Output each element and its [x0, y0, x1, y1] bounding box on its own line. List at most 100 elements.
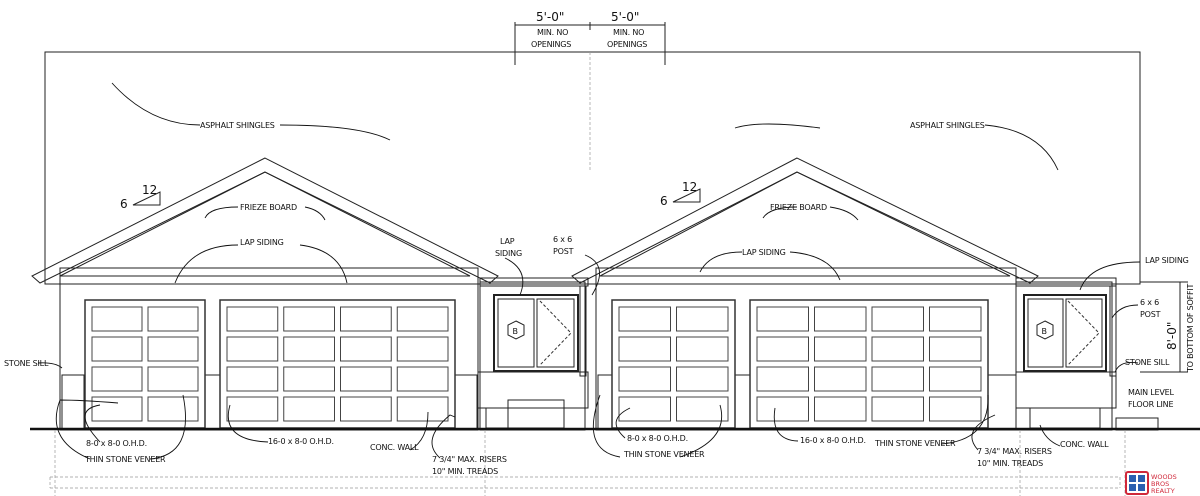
garage-door-panel: [226, 336, 279, 362]
stone-sill-label: STONE SILL: [1125, 358, 1170, 367]
conc-wall-label: CONC. WALL: [370, 443, 419, 452]
svg-text:8'-0": 8'-0": [1165, 322, 1179, 350]
garage-door-panel: [676, 336, 729, 362]
door-large-label: 16-0 x 8-0 O.H.D.: [268, 437, 334, 446]
stone-sill-label: STONE SILL: [4, 359, 49, 368]
garage-door-panel: [283, 306, 335, 332]
garage-door-panel: [91, 396, 143, 422]
garage-door-panel: [226, 396, 279, 422]
svg-text:12: 12: [142, 183, 157, 197]
svg-text:6: 6: [660, 194, 668, 208]
garage-door-panel: [929, 306, 982, 332]
woods-bros-realty-logo: WOODS BROS REALTY: [1125, 471, 1177, 495]
side-siding-label: LAP SIDING: [1145, 256, 1189, 265]
garage-door-panel: [676, 306, 729, 332]
door-large-label: 16-0 x 8-0 O.H.D.: [800, 436, 866, 445]
veneer-label: THIN STONE VENEER: [623, 450, 705, 459]
garage-door-panel: [929, 366, 982, 392]
risers-label: 7 3/4" MAX. RISERS: [977, 447, 1052, 456]
garage-door-panel: [340, 396, 392, 422]
svg-text:REALTY: REALTY: [1151, 487, 1175, 495]
garage-door-panel: [814, 366, 867, 392]
garage-door-panel: [147, 366, 199, 392]
garage-door-panel: [147, 396, 199, 422]
garage-door-panel: [147, 336, 199, 362]
porch-siding-label: LAP: [500, 237, 515, 246]
conc-wall-label: CONC. WALL: [1060, 440, 1109, 449]
frieze-label: FRIEZE BOARD: [770, 203, 827, 212]
garage-door-panel: [871, 336, 924, 362]
garage-door-panel: [814, 306, 867, 332]
garage-door-panel: [283, 366, 335, 392]
garage-door-panels: [91, 306, 982, 422]
veneer-label: THIN STONE VENEER: [874, 439, 956, 448]
top-dimension: 5'-0" 5'-0" MIN. NO OPENINGS MIN. NO OPE…: [514, 10, 666, 65]
dimension-left: 5'-0": [536, 10, 564, 24]
roof-pitch-right: 6 12: [660, 180, 701, 208]
garage-door-panel: [91, 306, 143, 332]
post-label: 6 x 6: [553, 235, 572, 244]
window-tag: B: [513, 327, 518, 336]
garage-door-panel: [396, 306, 449, 332]
garage-door-panel: [618, 306, 671, 332]
labels: ASPHALT SHINGLES FRIEZE BOARD LAP SIDING…: [4, 121, 1189, 476]
no-openings-label: OPENINGS: [531, 40, 571, 49]
treads-label: 10" MIN. TREADS: [432, 467, 498, 476]
door-small-label: 8-0 x 8-0 O.H.D.: [627, 434, 688, 443]
garage-door-panel: [871, 306, 924, 332]
post-label: 6 x 6: [1140, 298, 1159, 307]
garage-door-panel: [396, 336, 449, 362]
window-tag-icon: [1036, 320, 1054, 340]
garage-door-panel: [340, 306, 392, 332]
leader-lines: [37, 82, 1141, 460]
garage-door-panel: [396, 366, 449, 392]
post-label: POST: [553, 247, 574, 256]
svg-text:6: 6: [120, 197, 128, 211]
svg-text:12: 12: [682, 180, 697, 194]
door-small-label: 8-0 x 8-0 O.H.D.: [86, 439, 147, 448]
svg-text:WOODS: WOODS: [1151, 473, 1177, 481]
floor-line-label: FLOOR LINE: [1128, 400, 1173, 409]
garage-door-panel: [814, 336, 867, 362]
garage-door-panel: [147, 306, 199, 332]
garage-door-panel: [226, 306, 279, 332]
garage-door-panel: [756, 366, 809, 392]
soffit-dimension: 8'-0" TO BOTTOM OF SOFFIT: [1140, 281, 1195, 373]
garage-door-panel: [756, 336, 809, 362]
porch-siding-label: SIDING: [495, 249, 522, 258]
roof-label: ASPHALT SHINGLES: [200, 121, 275, 130]
garage-door-panel: [929, 396, 982, 422]
garage-door-panel: [871, 366, 924, 392]
roof-pitch-left: 6 12: [120, 183, 161, 211]
garage-door-large: [219, 299, 456, 429]
garage-door-panel: [91, 336, 143, 362]
risers-label: 7 3/4" MAX. RISERS: [432, 455, 507, 464]
garage-door-panel: [283, 336, 335, 362]
main-roof: [44, 51, 1141, 285]
left-unit: B: [31, 157, 589, 431]
treads-label: 10" MIN. TREADS: [977, 459, 1043, 468]
siding-label: LAP SIDING: [240, 238, 284, 247]
siding-label: LAP SIDING: [742, 248, 786, 257]
foundation-lines: [49, 430, 1126, 496]
svg-text:BROS: BROS: [1151, 480, 1169, 488]
garage-door-panel: [929, 336, 982, 362]
garage-door-panel: [871, 396, 924, 422]
no-openings-label: OPENINGS: [607, 40, 647, 49]
garage-door-panel: [91, 366, 143, 392]
no-openings-label: MIN. NO: [537, 28, 568, 37]
no-openings-label: MIN. NO: [613, 28, 644, 37]
garage-door-panel: [618, 366, 671, 392]
garage-door-panel: [756, 396, 809, 422]
garage-door-panel: [226, 366, 279, 392]
garage-door-panel: [676, 396, 729, 422]
garage-door-panel: [618, 396, 671, 422]
garage-door-panel: [618, 336, 671, 362]
garage-door-small: [84, 299, 206, 429]
roof-label: ASPHALT SHINGLES: [910, 121, 985, 130]
frieze-label: FRIEZE BOARD: [240, 203, 297, 212]
svg-text:TO BOTTOM OF SOFFIT: TO BOTTOM OF SOFFIT: [1186, 283, 1195, 373]
garage-door-panel: [283, 396, 335, 422]
floor-line-label: MAIN LEVEL: [1128, 388, 1175, 397]
